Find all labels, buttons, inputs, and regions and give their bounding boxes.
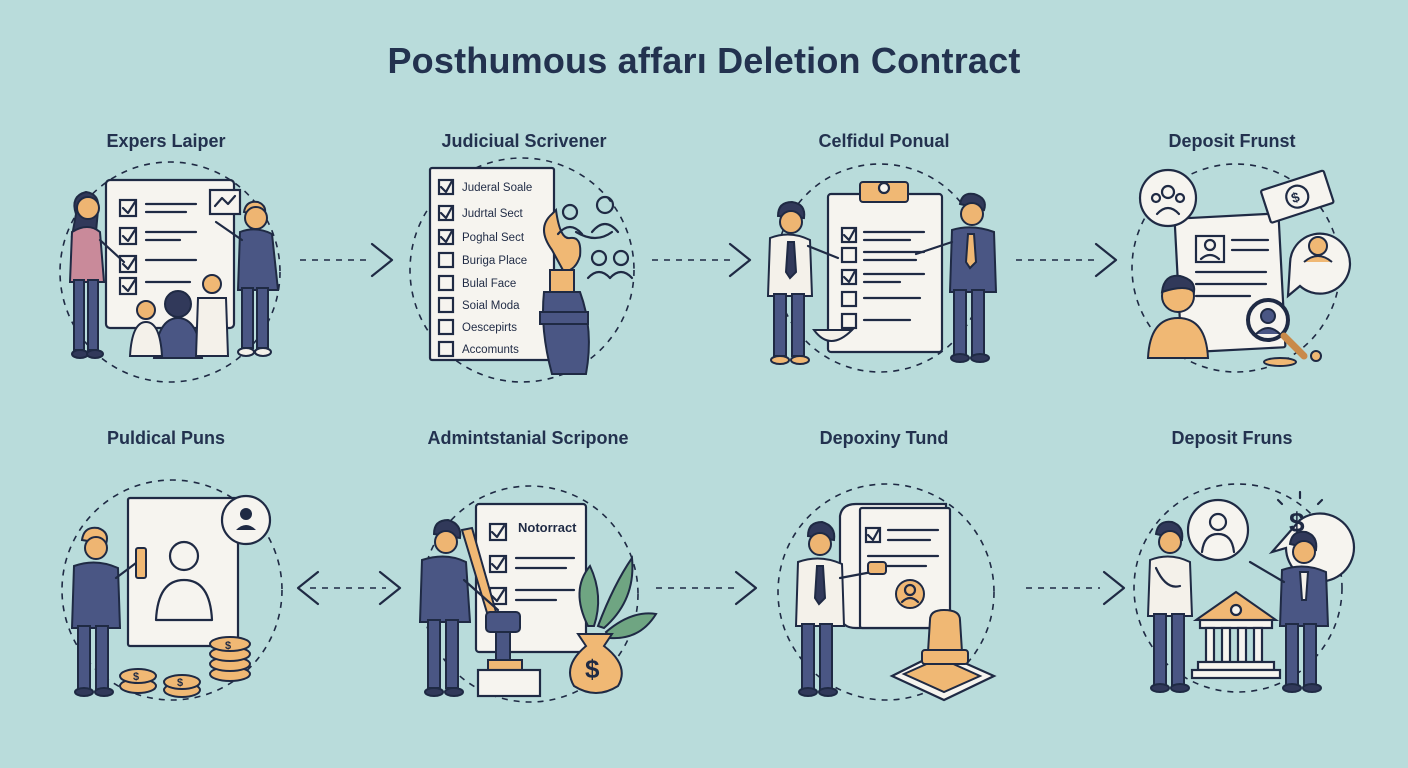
svg-text:$: $ bbox=[177, 677, 183, 689]
step-7-label: Depoxiny Tund bbox=[819, 428, 949, 448]
step-4-label: Deposit Frunst bbox=[1168, 131, 1296, 151]
step-1-label: Expers Laiper bbox=[106, 131, 226, 151]
arrow-6-7 bbox=[656, 570, 758, 606]
checklist-item-1: Juderal Soale bbox=[462, 182, 532, 194]
step-2-label: Judiciual Scrivener bbox=[441, 131, 607, 151]
clipboard-meeting-icon bbox=[766, 163, 998, 373]
checklist-item-6: Soial Moda bbox=[462, 300, 520, 312]
svg-text:$: $ bbox=[225, 640, 231, 652]
arrow-5-6-bidirectional bbox=[296, 570, 402, 606]
checklist-item-5: Bulal Face bbox=[462, 278, 516, 290]
portrait-coins-icon: $ $ $ bbox=[61, 479, 283, 701]
step-5-label: Puldical Puns bbox=[106, 428, 226, 448]
checklist-item-8: Accomunts bbox=[462, 344, 519, 356]
svg-text:$: $ bbox=[1289, 507, 1305, 538]
arrow-7-8 bbox=[1026, 570, 1126, 606]
checklist-item-3: Poghal Sect bbox=[462, 232, 525, 244]
identity-review-icon: $ bbox=[1131, 163, 1352, 373]
arrow-1-2 bbox=[300, 242, 394, 278]
seal-checklist-icon: Juderal Soale Judrtal Sect Poghal Sect B… bbox=[409, 157, 635, 383]
svg-text:$: $ bbox=[133, 671, 139, 683]
step-8-label: Deposit Fruns bbox=[1171, 428, 1293, 448]
page-title: Posthumous affarı Deletion Contract bbox=[387, 40, 1021, 81]
bank-deposit-icon: $ bbox=[1133, 483, 1356, 693]
arrow-2-3 bbox=[652, 242, 752, 278]
checklist-item-7: Oescepirts bbox=[462, 322, 517, 334]
notarized-contract-icon: Notorract $ bbox=[418, 485, 658, 703]
stamped-document-icon bbox=[777, 483, 997, 702]
checklist-item-2: Judrtal Sect bbox=[462, 208, 524, 220]
team-checklist-icon bbox=[59, 161, 281, 383]
svg-text:$: $ bbox=[585, 654, 600, 684]
step-3-label: Celfidul Ponual bbox=[818, 131, 950, 151]
checklist-item-4: Buriga Place bbox=[462, 255, 527, 267]
contract-title: Notorract bbox=[518, 520, 577, 535]
coin-stack-icon: $ $ $ bbox=[119, 636, 251, 698]
arrow-3-4 bbox=[1016, 242, 1118, 278]
step-6-label: Admintstanial Scripone bbox=[427, 428, 629, 448]
checklist: Juderal Soale Judrtal Sect Poghal Sect B… bbox=[437, 178, 532, 358]
